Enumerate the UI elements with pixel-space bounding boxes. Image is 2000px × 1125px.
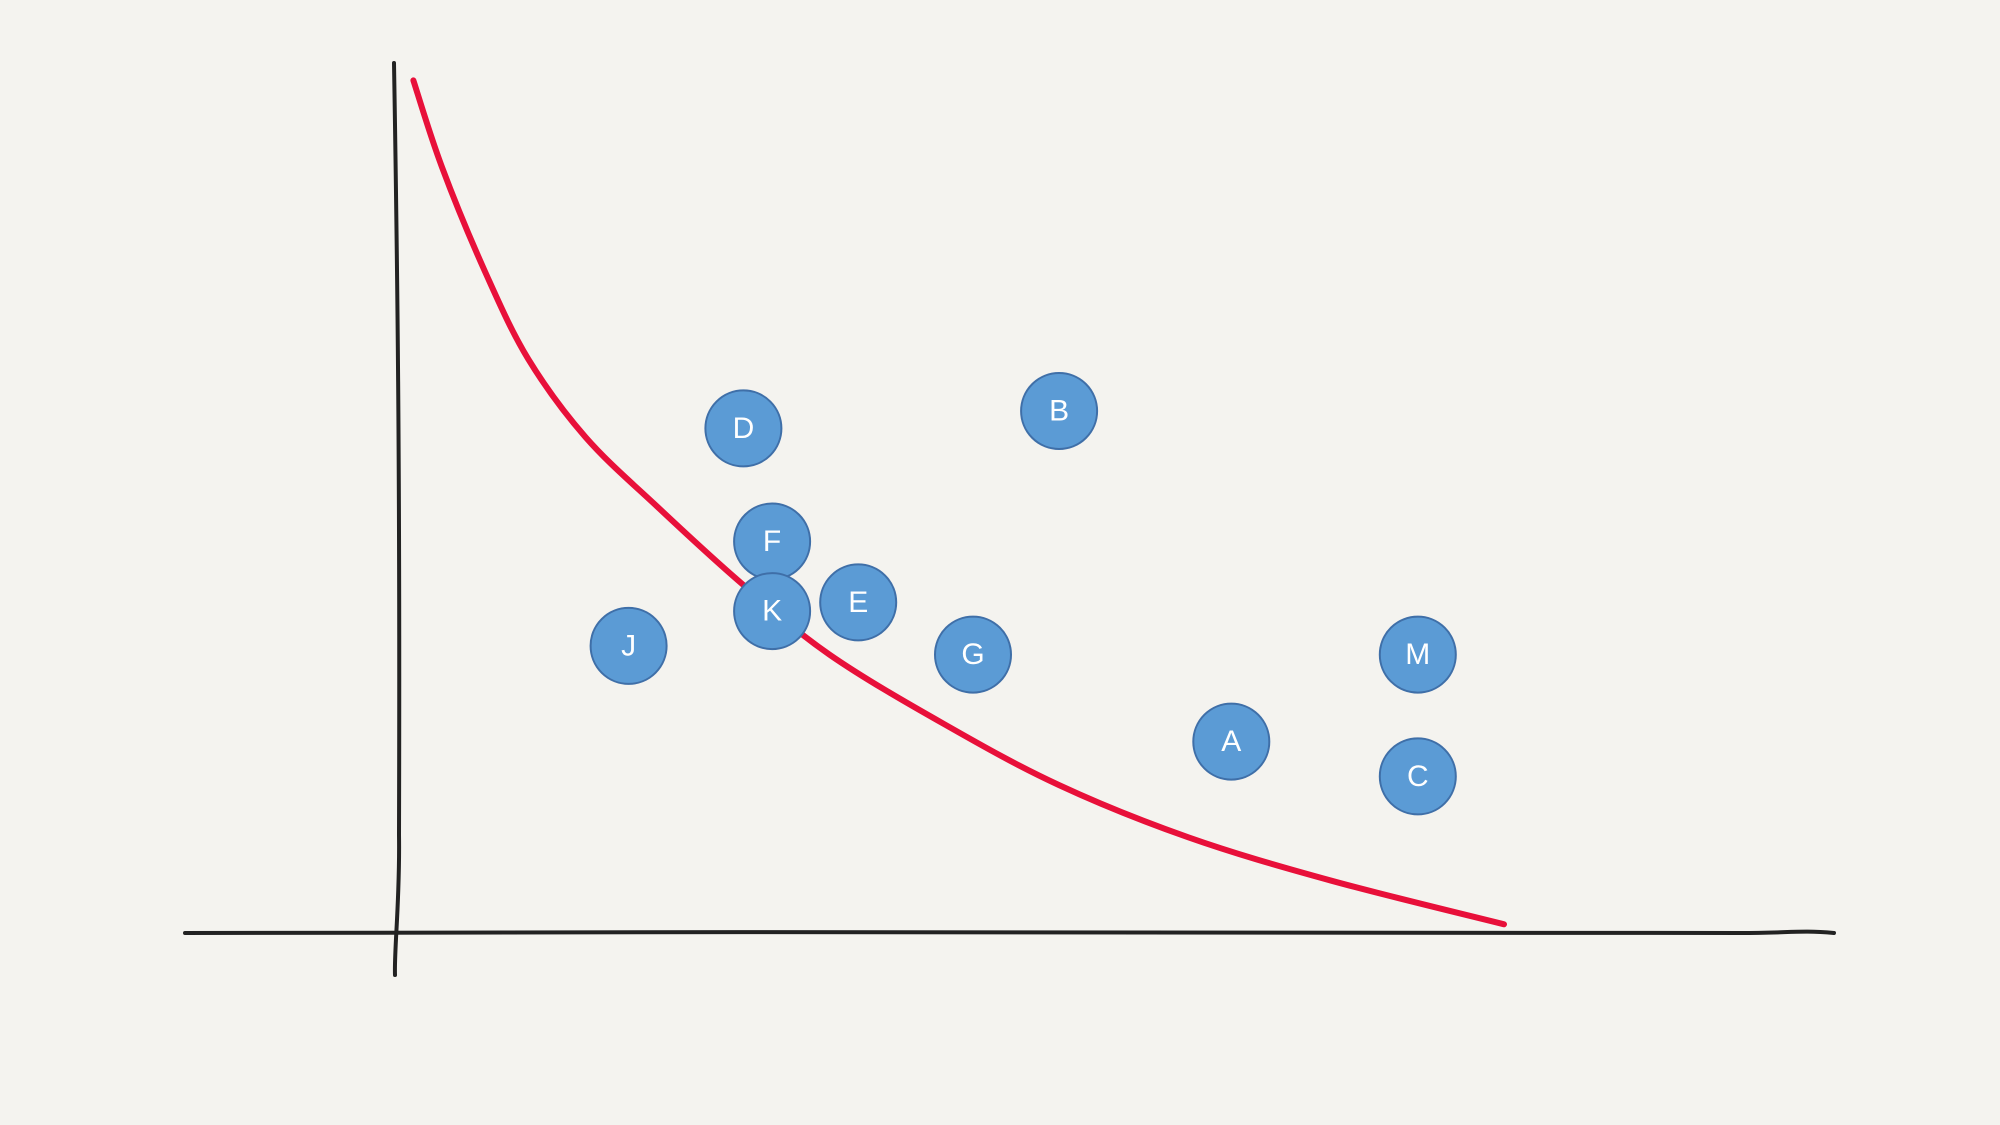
scatter-point-d: D [704,389,783,468]
point-label: F [763,525,781,558]
point-marker [589,606,668,685]
point-marker [733,572,812,651]
scatter-point-b: B [1020,372,1099,450]
scatter-point-c: C [1378,737,1457,816]
point-marker [1192,702,1271,781]
point-label: J [621,629,636,662]
point-label: G [961,638,984,671]
point-label: K [762,595,782,628]
point-marker [934,615,1012,694]
point-marker [1378,615,1457,694]
point-marker [704,389,783,468]
point-label: B [1049,395,1069,428]
points-group: D B F K E J G A M C [589,372,1457,816]
scatter-point-a: A [1192,702,1271,781]
scatter-point-k: K [733,572,812,651]
curve-group [410,77,1507,928]
scatter-point-f: F [733,502,812,581]
point-label: E [848,586,868,619]
frontier-curve [410,77,1507,928]
scatter-point-g: G [934,615,1012,694]
scatter-point-m: M [1378,615,1457,694]
scatter-point-j: J [589,606,668,685]
axes [183,61,1836,977]
point-marker [1378,737,1457,816]
point-label: C [1407,760,1429,793]
point-marker [819,563,898,642]
y-axis-line [392,61,402,977]
x-axis-line [183,929,1836,936]
point-label: D [733,412,755,445]
point-marker [1020,372,1099,450]
scatter-point-e: E [819,563,898,642]
point-label: A [1221,725,1241,758]
point-label: M [1405,638,1430,671]
